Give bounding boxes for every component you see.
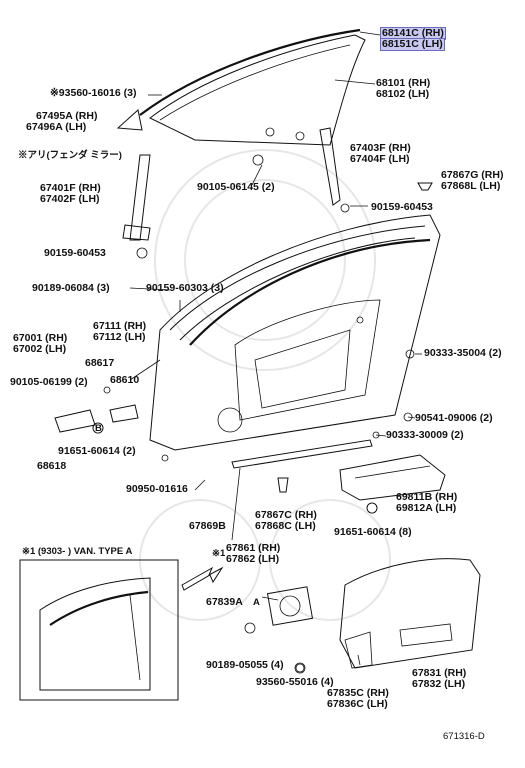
mirror-sash-cover-drawing xyxy=(116,109,143,131)
pointer-arrow xyxy=(181,566,224,591)
clip-67867c-drawing xyxy=(277,477,289,493)
marker-a: A xyxy=(253,597,260,608)
leader-68101 xyxy=(334,79,376,85)
label-93560-55016: 93560-55016 (4) xyxy=(256,676,334,688)
label-69811b: 69811B (RH) xyxy=(396,491,458,503)
label-67402f: 67402F (LH) xyxy=(40,193,100,205)
label-67112: 67112 (LH) xyxy=(93,331,146,343)
label-67861: 67861 (RH) xyxy=(226,542,281,554)
label-67839a: 67839A xyxy=(206,596,243,608)
label-90159-60453-right: 90159-60453 xyxy=(371,201,433,213)
leader-lines xyxy=(129,164,422,666)
label-67867g: 67867G (RH) xyxy=(441,169,504,181)
label-90105-06145: 90105-06145 (2) xyxy=(197,181,275,193)
label-67868l: 67868L (LH) xyxy=(441,180,501,192)
division-bar-right-drawing xyxy=(252,127,433,213)
label-67403f: 67403F (RH) xyxy=(350,142,411,154)
label-90333-30009: 90333-30009 (2) xyxy=(386,429,464,441)
label-67869b: 67869B xyxy=(189,520,226,532)
inset-note: ※1 (9303- ) VAN. TYPE A xyxy=(22,546,133,557)
run-channel-drawing xyxy=(139,28,361,116)
reference-code: 671316-D xyxy=(443,731,485,742)
label-90159-60303: 90159-60303 (3) xyxy=(146,282,224,294)
label-67832: 67832 (LH) xyxy=(412,678,466,690)
label-69812a: 69812A (LH) xyxy=(396,502,457,514)
label-91651-60614-8: 91651-60614 (8) xyxy=(334,526,412,538)
plug-90541-drawing xyxy=(403,412,413,422)
label-67002: 67002 (LH) xyxy=(13,343,67,355)
label-90333-35004: 90333-35004 (2) xyxy=(424,347,502,359)
label-67868c: 67868C (LH) xyxy=(255,520,316,532)
label-67862: 67862 (LH) xyxy=(226,553,280,565)
label-90159-60453-left: 90159-60453 xyxy=(44,247,106,259)
label-68610: 68610 xyxy=(110,374,140,386)
label-67496a: 67496A (LH) xyxy=(26,121,87,133)
label-67111: 67111 (RH) xyxy=(93,320,147,332)
label-90950-01616: 90950-01616 xyxy=(126,483,188,495)
label-90105-06199: 90105-06199 (2) xyxy=(10,376,88,388)
label-90541-09006: 90541-09006 (2) xyxy=(415,412,493,424)
label-90189-06084: 90189-06084 (3) xyxy=(32,282,110,294)
leader-68141c xyxy=(359,31,381,36)
division-bar-left-drawing xyxy=(122,154,151,259)
label-68102: 68102 (LH) xyxy=(376,88,430,100)
label-67831: 67831 (RH) xyxy=(412,667,467,679)
label-67495a: 67495A (RH) xyxy=(36,110,98,122)
label-68101: 68101 (RH) xyxy=(376,77,431,89)
service-hole-cover-drawing xyxy=(244,586,314,673)
label-68618: 68618 xyxy=(37,460,67,472)
door-glass-drawing xyxy=(149,34,366,146)
label-93560-16016: ※93560-16016 (3) xyxy=(50,87,137,99)
note-fender-mirror: ※アリ(フェンダ ミラー) xyxy=(18,150,122,161)
star-note-1: ※1 xyxy=(212,548,226,559)
label-67401f: 67401F (RH) xyxy=(40,182,101,194)
window-regulator-drawing xyxy=(339,454,446,501)
label-91651-60614-2: 91651-60614 (2) xyxy=(58,445,136,457)
door-trim-board-drawing xyxy=(339,558,481,669)
marker-b: B xyxy=(95,423,102,434)
label-67867c: 67867C (RH) xyxy=(255,509,317,521)
label-67404f: 67404F (LH) xyxy=(350,153,410,165)
door-panel-drawing xyxy=(149,214,441,451)
label-68151c: 68151C (LH) xyxy=(380,38,445,51)
reference-markers xyxy=(92,422,378,674)
label-90189-05055: 90189-05055 (4) xyxy=(206,659,284,671)
inset-van-drawing xyxy=(19,559,179,701)
door-weatherstrip-drawing xyxy=(189,238,431,346)
label-67835c: 67835C (RH) xyxy=(327,687,389,699)
plug-90333-35004-drawing xyxy=(405,349,415,359)
label-68617: 68617 xyxy=(85,357,115,369)
label-67836c: 67836C (LH) xyxy=(327,698,388,710)
belt-moulding-drawing xyxy=(231,439,373,469)
watermark-emblem xyxy=(139,149,391,621)
label-67001: 67001 (RH) xyxy=(13,332,68,344)
